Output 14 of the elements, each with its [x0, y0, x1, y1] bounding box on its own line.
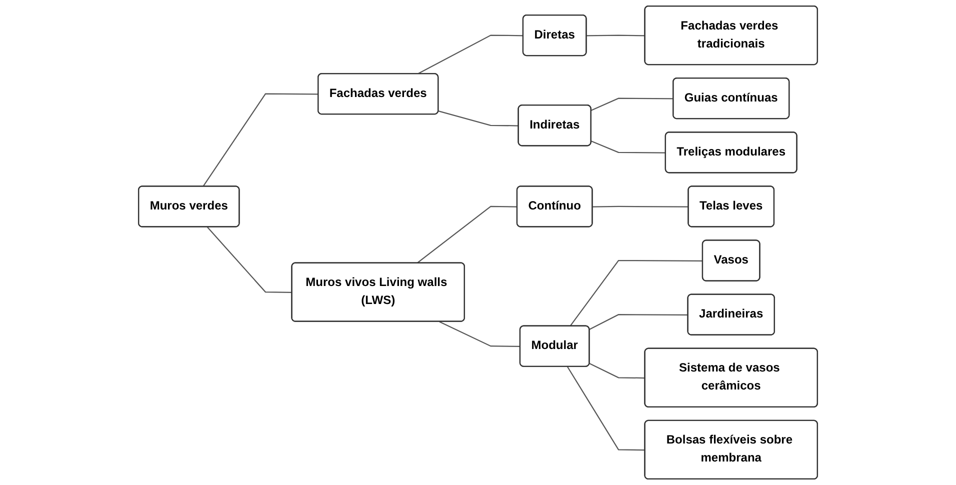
connector	[416, 206, 518, 264]
connector	[592, 206, 689, 208]
connector	[586, 34, 646, 36]
connector	[202, 93, 318, 187]
connector	[567, 366, 646, 451]
connector	[589, 363, 646, 379]
connector	[570, 260, 703, 327]
connector	[439, 321, 520, 348]
connector	[589, 314, 688, 330]
connector	[417, 34, 524, 74]
connector	[438, 110, 519, 126]
connector	[206, 226, 292, 293]
connector	[591, 98, 674, 111]
connector	[591, 140, 666, 154]
